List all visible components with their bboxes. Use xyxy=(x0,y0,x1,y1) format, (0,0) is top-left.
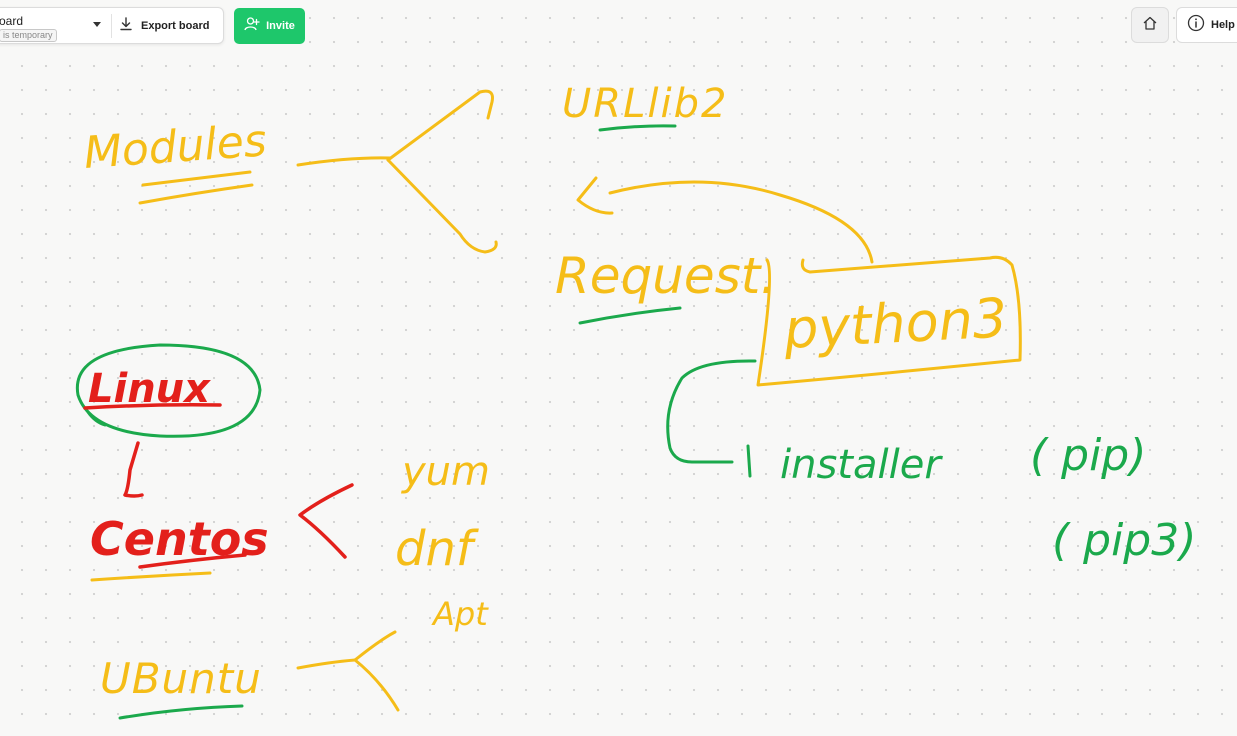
chevron-down-icon[interactable] xyxy=(93,22,101,27)
add-user-icon xyxy=(244,16,260,37)
note-modules: Modules xyxy=(82,115,268,179)
toolbar-divider xyxy=(111,14,112,38)
download-icon xyxy=(119,16,133,36)
help-button[interactable]: Help xyxy=(1176,7,1237,43)
note-pip3: ( pip3) xyxy=(1052,515,1196,566)
invite-label: Invite xyxy=(266,20,295,32)
home-button[interactable] xyxy=(1131,7,1169,43)
note-linux: Linux xyxy=(88,366,211,412)
export-board-label: Export board xyxy=(141,20,210,32)
board-menu[interactable]: oard is temporary Export board xyxy=(0,7,224,44)
temporary-board-badge: is temporary xyxy=(0,29,57,42)
note-yum: yum xyxy=(401,449,490,495)
note-centos: Centos xyxy=(90,512,269,566)
board-title[interactable]: oard xyxy=(0,14,24,28)
info-icon xyxy=(1187,14,1205,37)
note-pip: ( pip) xyxy=(1030,430,1146,481)
note-dnf: dnf xyxy=(395,521,479,577)
help-label: Help xyxy=(1211,19,1235,31)
note-apt: Apt xyxy=(431,595,489,633)
note-request: Request. xyxy=(555,247,776,305)
invite-button[interactable]: Invite xyxy=(234,8,305,44)
note-ubuntu: UBuntu xyxy=(100,654,262,703)
export-board-button[interactable]: Export board xyxy=(119,12,209,40)
note-installer: installer xyxy=(780,442,943,488)
note-python3: python3 xyxy=(781,286,1008,361)
note-urllib2: URLlib2 xyxy=(562,81,728,127)
home-icon xyxy=(1142,15,1158,36)
